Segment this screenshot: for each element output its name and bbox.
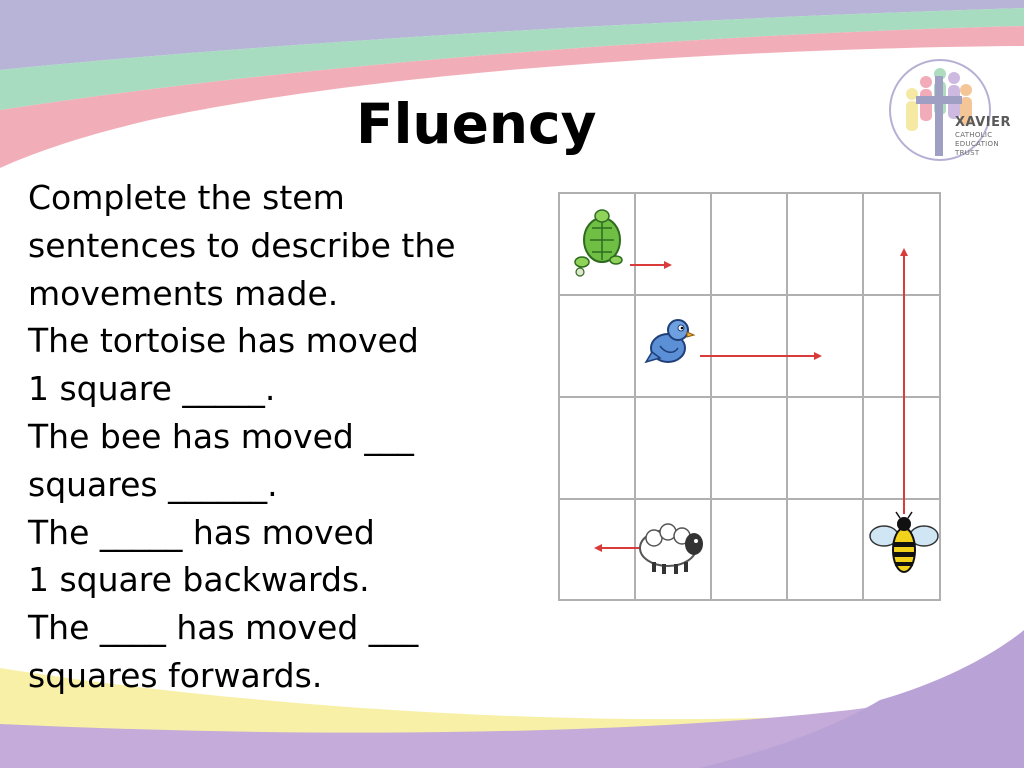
logo-name: XAVIER xyxy=(955,115,1011,130)
text-line: The tortoise has moved xyxy=(28,321,419,361)
sheep-icon xyxy=(639,523,703,574)
text-line: The ____ has moved ___ xyxy=(28,608,419,648)
text-line: sentences to describe the xyxy=(28,225,456,265)
logo-sub-1: CATHOLIC xyxy=(955,131,993,139)
text-line: squares forwards. xyxy=(28,655,323,695)
instructions: Complete the stem sentences to describe … xyxy=(28,174,456,700)
text-line: The bee has moved ___ xyxy=(28,416,414,456)
text-line: squares ______. xyxy=(28,464,278,504)
bird-icon xyxy=(644,319,696,364)
bee-icon xyxy=(869,511,939,573)
tortoise-icon xyxy=(574,209,623,277)
top-band-green xyxy=(0,8,1024,110)
movement-grid xyxy=(558,192,942,602)
logo-sub-2: EDUCATION xyxy=(955,140,999,148)
top-band-pink xyxy=(0,26,1024,168)
text-line: movements made. xyxy=(28,273,339,313)
bottom-band-purple-right xyxy=(700,630,1024,768)
logo-sub-3: TRUST xyxy=(955,149,980,157)
bottom-band-lilac xyxy=(0,668,1024,768)
text-line: 1 square backwards. xyxy=(28,560,370,600)
slide-title: Fluency xyxy=(356,92,597,156)
top-band-purple xyxy=(0,0,1024,70)
grid-lines xyxy=(558,192,941,601)
text-line: Complete the stem xyxy=(28,178,345,217)
xavier-logo xyxy=(889,59,991,161)
logo-text: XAVIER CATHOLIC EDUCATION TRUST xyxy=(955,116,1011,159)
text-line: 1 square _____. xyxy=(28,369,276,409)
text-line: The _____ has moved xyxy=(28,512,375,552)
